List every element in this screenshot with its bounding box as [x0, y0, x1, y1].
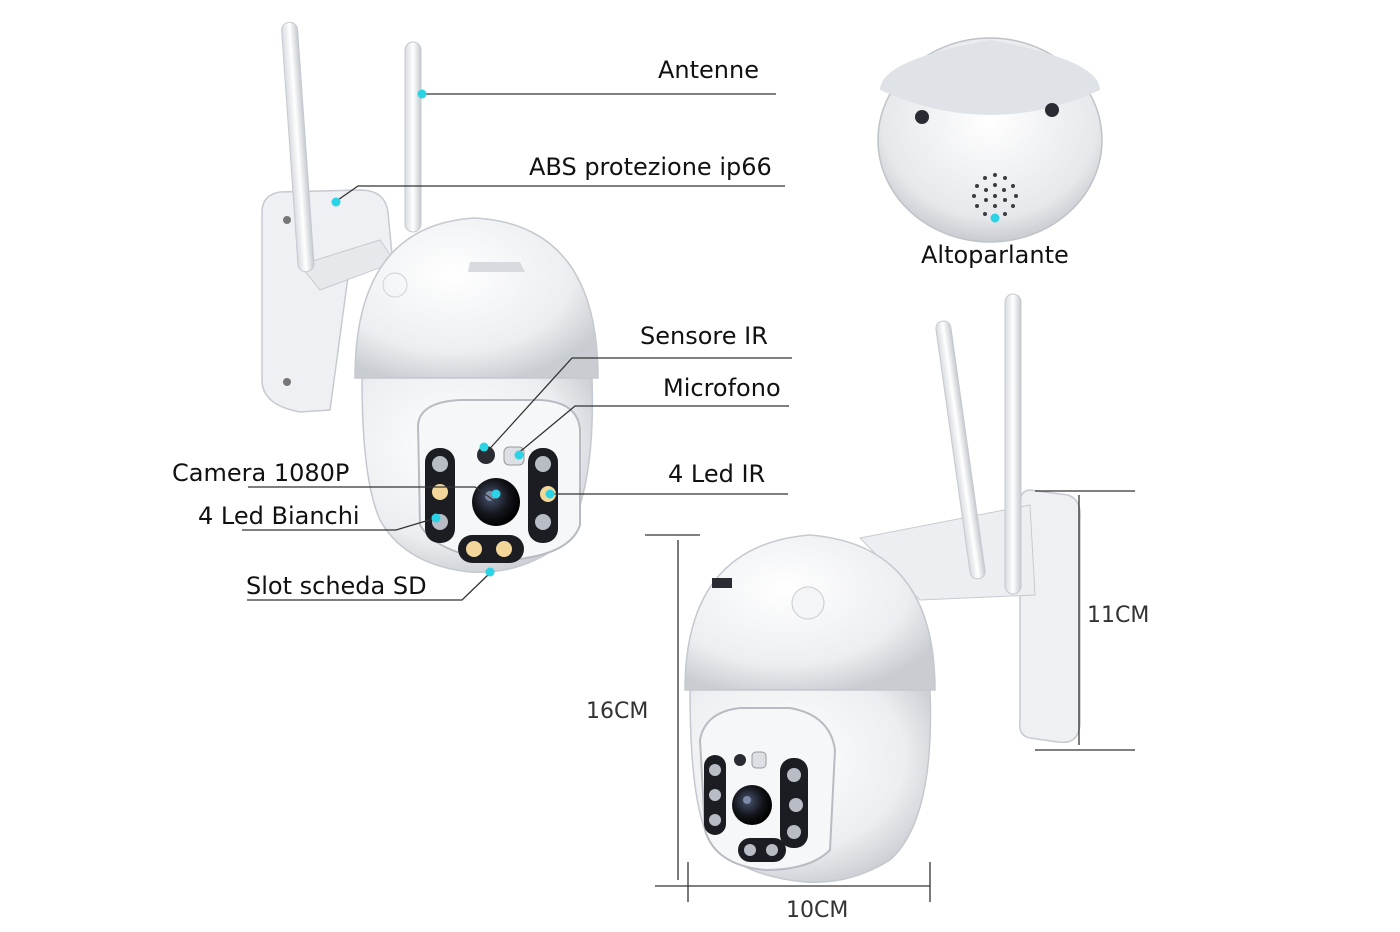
- callout-lines: [242, 93, 792, 601]
- label-altoparlante: Altoparlante: [921, 241, 1069, 269]
- dimension-lines: [645, 490, 1135, 902]
- label-sensore-ir: Sensore IR: [640, 322, 768, 350]
- label-microfono: Microfono: [663, 374, 781, 402]
- front-camera: [261, 21, 599, 574]
- dimension-width: 10CM: [786, 898, 848, 923]
- antenna-left: [281, 21, 315, 273]
- speaker-grille: [972, 173, 1018, 219]
- dimension-height: 16CM: [586, 699, 648, 724]
- label-led-ir: 4 Led IR: [668, 460, 765, 488]
- side-camera: [684, 293, 1081, 884]
- label-led-bianchi: 4 Led Bianchi: [198, 502, 360, 530]
- wall-bracket: [261, 189, 393, 413]
- antenna-right: [404, 41, 422, 233]
- label-camera: Camera 1080P: [172, 459, 349, 487]
- dimension-mount: 11CM: [1087, 603, 1149, 628]
- label-abs: ABS protezione ip66: [529, 153, 772, 181]
- side-antenna-2: [1004, 293, 1022, 595]
- callout-dots: [331, 89, 1000, 577]
- label-antenne: Antenne: [658, 56, 759, 84]
- label-slot-sd: Slot scheda SD: [246, 572, 427, 600]
- side-antenna-1: [935, 320, 986, 580]
- camera-dome: [354, 217, 599, 379]
- speaker-detail: [877, 37, 1103, 243]
